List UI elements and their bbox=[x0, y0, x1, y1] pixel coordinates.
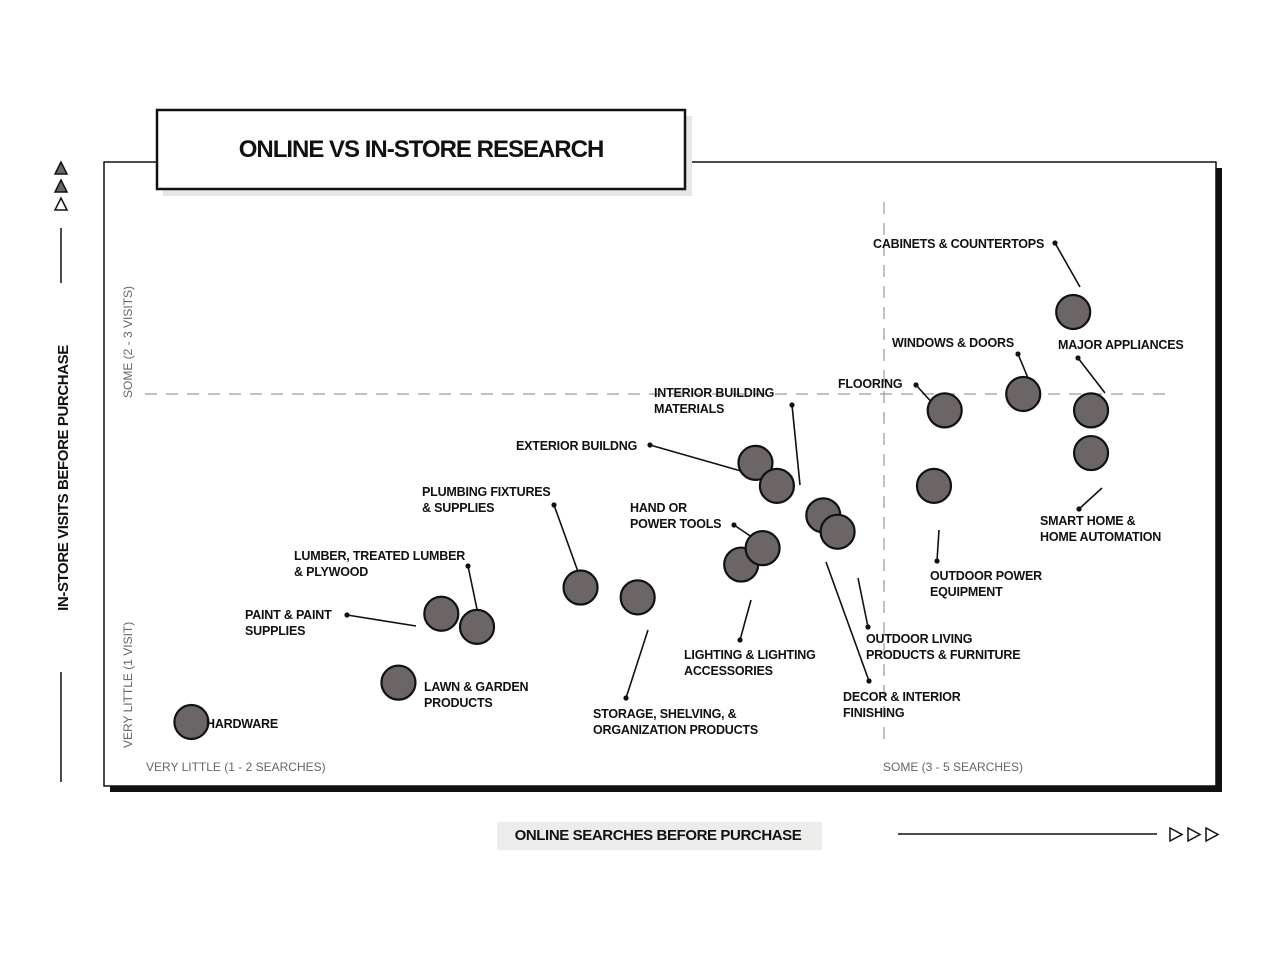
leader-dot-flooring bbox=[913, 382, 919, 388]
point-label-exterior-buildng: EXTERIOR BUILDNG bbox=[516, 439, 637, 453]
leader-line-interior-building-materials bbox=[791, 404, 801, 486]
data-point-cabinets-countertops bbox=[1055, 293, 1092, 331]
leader-dot-lumber-treated-lumber-plywood bbox=[465, 563, 471, 569]
point-label-storage-shelving-organization-products: STORAGE, SHELVING, &ORGANIZATION PRODUCT… bbox=[593, 707, 758, 737]
y-tick-label-low: VERY LITTLE (1 VISIT) bbox=[121, 622, 135, 748]
chart-title: ONLINE VS IN-STORE RESEARCH bbox=[239, 136, 604, 163]
leader-line-windows-doors bbox=[1017, 353, 1029, 379]
leader-line-exterior-buildng bbox=[649, 444, 756, 476]
leader-dot-lighting-lighting-accessories bbox=[737, 637, 743, 643]
leader-dot-paint-paint-supplies bbox=[344, 612, 350, 618]
data-point-outdoor-power-equipment bbox=[915, 467, 953, 504]
triangle-outline-icon bbox=[53, 196, 69, 211]
leader-line-lighting-lighting-accessories bbox=[739, 599, 752, 641]
leader-line-paint-paint-supplies bbox=[346, 614, 417, 627]
leader-line-plumbing-fixtures-supplies bbox=[553, 504, 582, 581]
triangle-right-outline-icon bbox=[1187, 826, 1202, 843]
leader-line-outdoor-power-equipment bbox=[936, 529, 940, 562]
point-label-cabinets-countertops: CABINETS & COUNTERTOPS bbox=[873, 237, 1044, 251]
leader-dot-major-appliances bbox=[1075, 355, 1081, 361]
leader-line-smart-home-home-automation bbox=[1078, 487, 1103, 510]
triangle-right-outline-icon bbox=[1205, 826, 1220, 843]
x-tick-label-low: VERY LITTLE (1 - 2 SEARCHES) bbox=[146, 760, 326, 774]
point-label-lumber-treated-lumber-plywood: LUMBER, TREATED LUMBER& PLYWOOD bbox=[294, 549, 465, 579]
triangle-right-outline-icon bbox=[1169, 826, 1184, 843]
leader-line-major-appliances bbox=[1077, 357, 1106, 394]
leader-line-storage-shelving-organization-products bbox=[625, 629, 649, 699]
leader-dot-interior-building-materials bbox=[789, 402, 795, 408]
leader-dot-outdoor-power-equipment bbox=[934, 558, 940, 564]
data-point-lumber-treated-lumber-plywood bbox=[458, 608, 496, 645]
data-point-hardware bbox=[173, 703, 210, 741]
data-points bbox=[173, 293, 1110, 741]
data-point-lawn-garden-products bbox=[380, 664, 417, 701]
leader-dot-storage-shelving-organization-products bbox=[623, 695, 629, 701]
data-point-interior-building-materials bbox=[758, 467, 796, 504]
data-point-smart-home-home-automation bbox=[1072, 434, 1110, 472]
point-label-plumbing-fixtures-supplies: PLUMBING FIXTURES& SUPPLIES bbox=[422, 485, 551, 515]
point-label-flooring: FLOORING bbox=[838, 377, 902, 391]
leader-dot-smart-home-home-automation bbox=[1076, 506, 1082, 512]
data-point-windows-doors bbox=[1005, 375, 1042, 413]
leader-dot-plumbing-fixtures-supplies bbox=[551, 502, 557, 508]
triangle-filled-icon bbox=[53, 160, 69, 175]
leader-dot-cabinets-countertops bbox=[1052, 240, 1058, 246]
point-label-hardware: HARDWARE bbox=[206, 717, 278, 731]
title-box bbox=[155, 108, 687, 191]
data-point-hand-or-power-tools bbox=[744, 530, 781, 567]
data-point-paint-paint-supplies bbox=[423, 595, 460, 632]
y-tick-label-high: SOME (2 - 3 VISITS) bbox=[121, 286, 135, 398]
data-point-flooring bbox=[926, 392, 963, 429]
leader-line-cabinets-countertops bbox=[1054, 242, 1081, 288]
point-label-major-appliances: MAJOR APPLIANCES bbox=[1058, 338, 1184, 352]
data-point-major-appliances bbox=[1072, 392, 1110, 429]
x-axis-title-bg bbox=[497, 822, 822, 850]
leader-line-outdoor-living-products-furniture bbox=[857, 577, 869, 628]
leader-dot-windows-doors bbox=[1015, 351, 1021, 357]
leader-line-decor-interior-finishing bbox=[825, 561, 870, 682]
leader-dot-outdoor-living-products-furniture bbox=[865, 624, 871, 630]
leader-lines bbox=[344, 240, 1106, 701]
data-point-storage-shelving-organization-products bbox=[619, 579, 656, 616]
x-tick-label-high: SOME (3 - 5 SEARCHES) bbox=[883, 760, 1023, 774]
x-axis-title: ONLINE SEARCHES BEFORE PURCHASE bbox=[515, 827, 802, 844]
leader-dot-exterior-buildng bbox=[647, 442, 653, 448]
leader-dot-hand-or-power-tools bbox=[731, 522, 737, 528]
leader-dot-decor-interior-finishing bbox=[866, 678, 872, 684]
y-axis-title: IN-STORE VISITS BEFORE PURCHASE bbox=[55, 345, 72, 611]
triangle-filled-icon bbox=[53, 178, 69, 193]
data-point-outdoor-living-products-furniture bbox=[819, 513, 856, 550]
plot-panel bbox=[103, 161, 1217, 787]
data-point-exterior-buildng bbox=[737, 444, 774, 481]
data-point-plumbing-fixtures-supplies bbox=[562, 569, 599, 606]
leader-line-lumber-treated-lumber-plywood bbox=[467, 565, 479, 615]
point-label-windows-doors: WINDOWS & DOORS bbox=[892, 336, 1014, 350]
point-label-smart-home-home-automation: SMART HOME &HOME AUTOMATION bbox=[1040, 514, 1161, 544]
